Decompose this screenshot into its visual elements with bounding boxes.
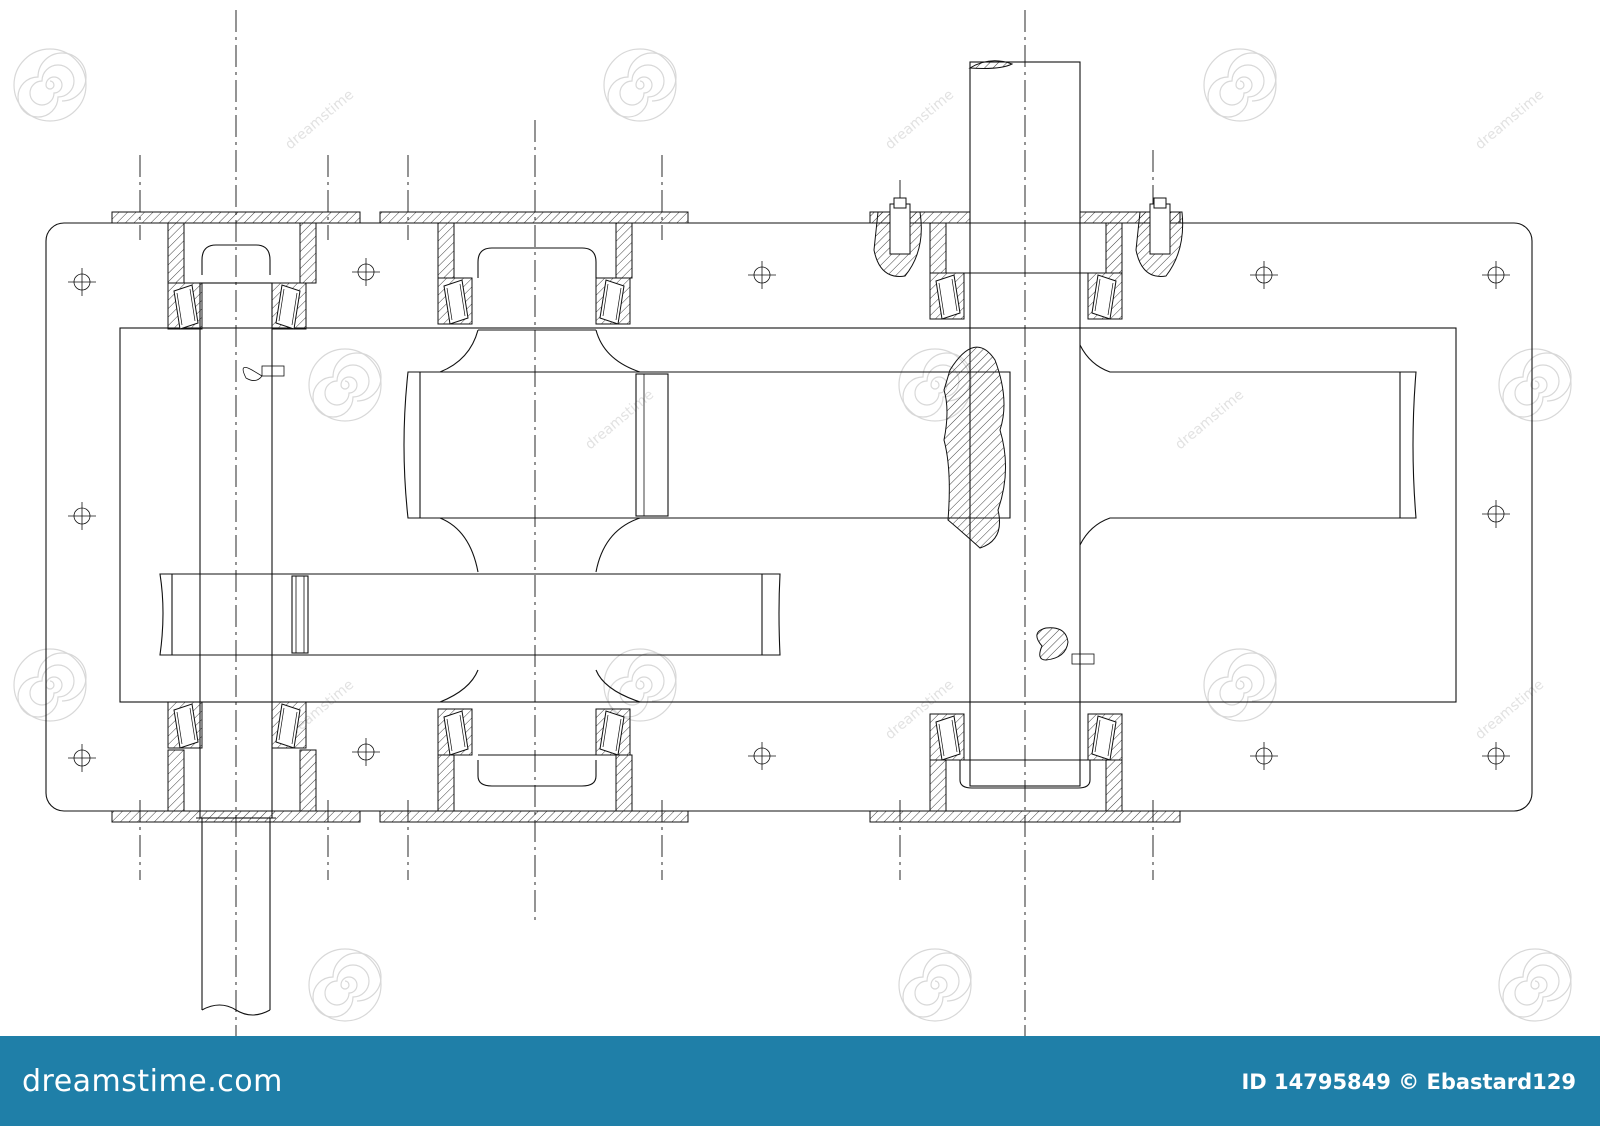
stock-footer-bar: dreamstime.com ID 14795849 © Ebastard129 (0, 1036, 1600, 1126)
watermark-spirals (13, 48, 1572, 1022)
bolt-holes (67, 257, 1511, 773)
gearbox-technical-drawing: dreamstime dreamstime dreamstime dreamst… (13, 10, 1572, 1036)
intermediate-shaft (403, 247, 1011, 787)
output-shaft (943, 60, 1095, 789)
pinion-gear (159, 573, 781, 656)
dreamstime-logo[interactable]: dreamstime.com (22, 1064, 283, 1099)
image-credit: ID 14795849 © Ebastard129 (1241, 1070, 1576, 1094)
svg-text:dreamstime: dreamstime (882, 87, 957, 153)
cap-screws (873, 197, 1184, 277)
gearbox-housing (45, 222, 1533, 812)
svg-text:dreamstime: dreamstime (1472, 677, 1547, 743)
svg-text:dreamstime: dreamstime (1172, 387, 1247, 453)
svg-text:dreamstime: dreamstime (1472, 87, 1547, 153)
input-shaft (196, 244, 285, 1016)
centerlines (139, 10, 1154, 1036)
svg-text:dreamstime: dreamstime (582, 387, 657, 453)
output-gear (1079, 344, 1417, 546)
bearing-caps (111, 211, 1181, 823)
svg-text:dreamstime: dreamstime (282, 87, 357, 153)
